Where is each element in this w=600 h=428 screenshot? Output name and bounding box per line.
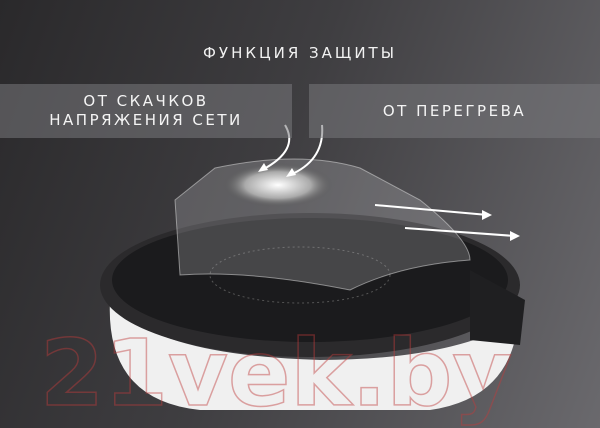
feature-label: ОТ СКАЧКОВ НАПРЯЖЕНИЯ СЕТИ	[49, 92, 243, 129]
feature-voltage-surge: ОТ СКАЧКОВ НАПРЯЖЕНИЯ СЕТИ	[0, 84, 292, 138]
arrow-heat-1	[374, 204, 489, 216]
feature-label: ОТ ПЕРЕГРЕВА	[382, 101, 527, 120]
cooktop-glass	[112, 218, 508, 342]
arrow-heat-2	[404, 227, 516, 237]
control-panel	[470, 270, 525, 345]
feature-overheat: ОТ ПЕРЕГРЕВА	[309, 84, 600, 138]
page-title: ФУНКЦИЯ ЗАЩИТЫ	[203, 44, 397, 62]
heating-zone	[209, 246, 391, 304]
shield-glow	[223, 163, 333, 207]
cooktop-base	[109, 300, 520, 410]
watermark-logo: 21vek.by	[40, 320, 512, 427]
